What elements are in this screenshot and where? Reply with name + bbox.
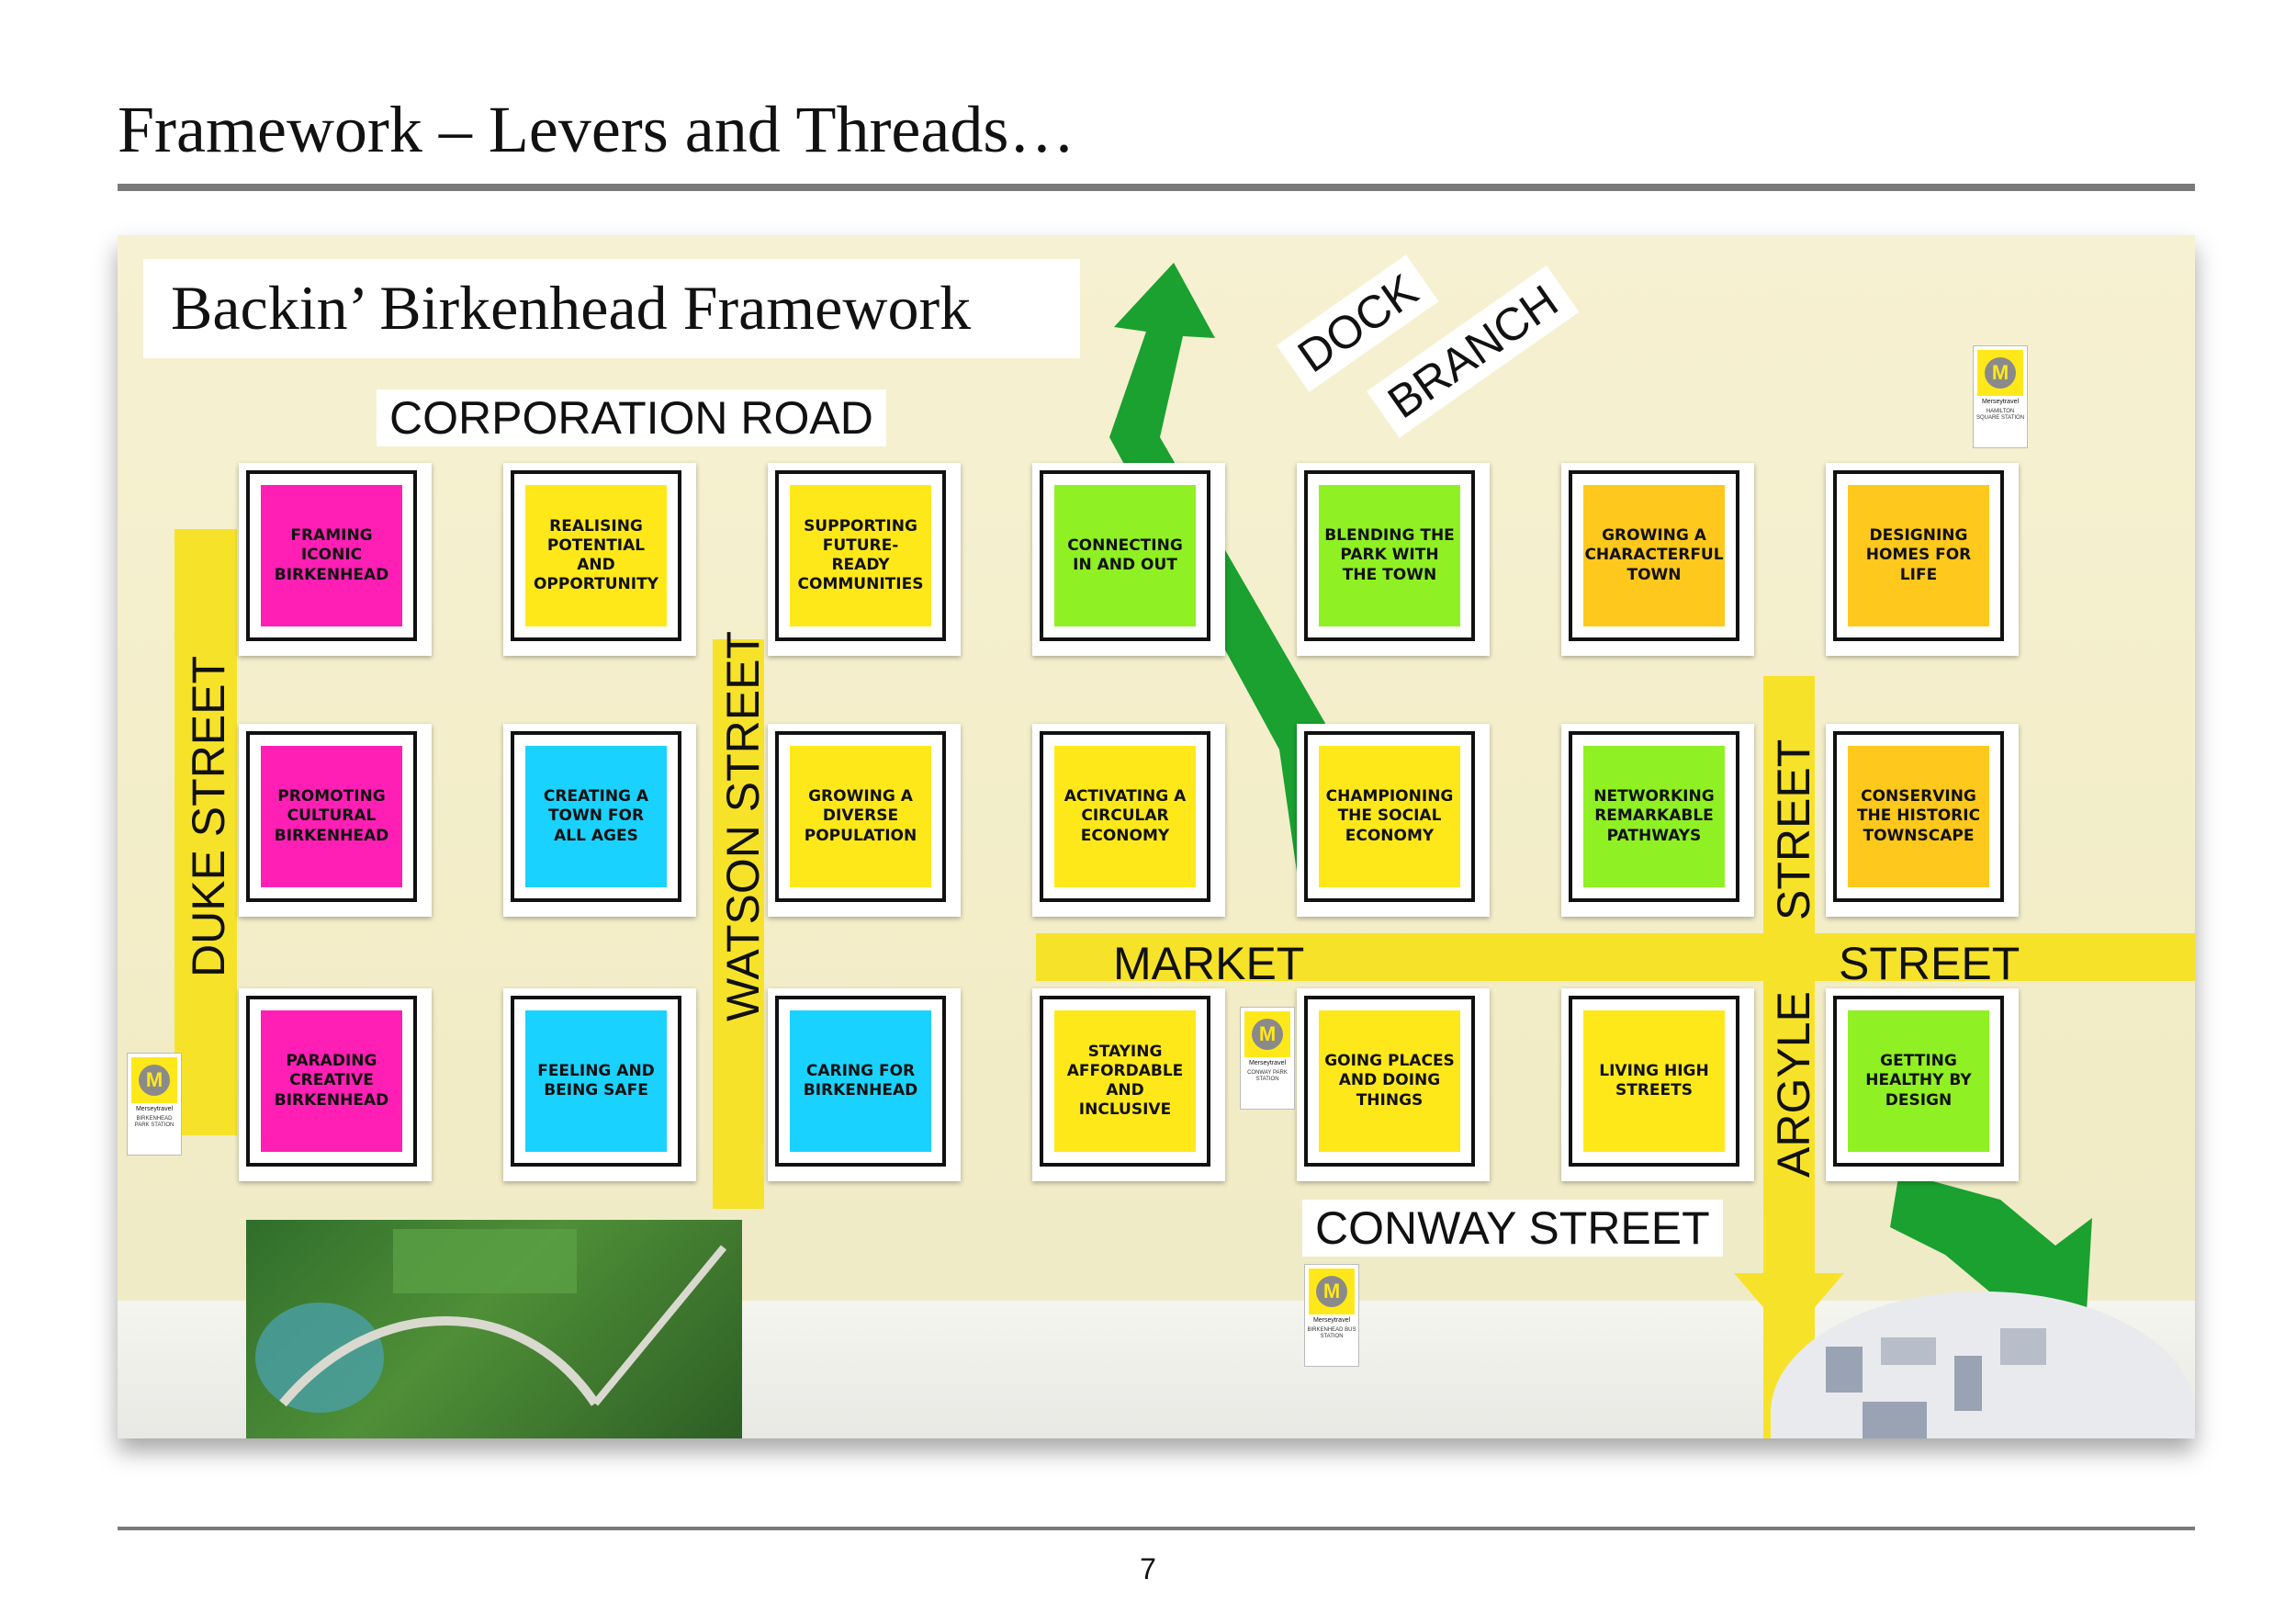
panel-note: DESIGNING HOMES FOR LIFE xyxy=(1848,485,1989,626)
framework-panel: GROWING A CHARACTERFUL TOWN xyxy=(1561,463,1754,656)
argyle-label: ARGYLE xyxy=(1765,978,1822,1190)
m-letter: M xyxy=(1985,357,2016,389)
panel-note: GOING PLACES AND DOING THINGS xyxy=(1319,1010,1460,1152)
panel-note: NETWORKING REMARKABLE PATHWAYS xyxy=(1583,746,1725,887)
panel-note: GROWING A DIVERSE POPULATION xyxy=(790,746,931,887)
sign-brand: Merseytravel xyxy=(1249,1060,1286,1066)
market-label: MARKET xyxy=(1100,935,1317,992)
sign-station: HAMILTON SQUARE STATION xyxy=(1974,409,2027,422)
map-blocks-icon xyxy=(1771,1291,2195,1438)
panel-note: FRAMING ICONIC BIRKENHEAD xyxy=(261,485,402,626)
framework-panel: CARING FOR BIRKENHEAD xyxy=(768,988,961,1181)
board-title-box: Backin’ Birkenhead Framework xyxy=(143,259,1080,358)
m-letter: M xyxy=(1252,1019,1283,1050)
sign-brand: Merseytravel xyxy=(1313,1317,1350,1324)
corporation-road-label: CORPORATION ROAD xyxy=(377,389,886,446)
framework-panel: GROWING A DIVERSE POPULATION xyxy=(768,724,961,917)
framework-panel: GOING PLACES AND DOING THINGS xyxy=(1297,988,1490,1181)
park-aerial-image xyxy=(246,1220,742,1438)
panel-note: BLENDING THE PARK WITH THE TOWN xyxy=(1319,485,1460,626)
dock-branch-arrow-head xyxy=(1109,263,1215,437)
birkenhead-park-sign: M Merseytravel BIRKENHEAD PARK STATION xyxy=(127,1053,182,1156)
page-number: 7 xyxy=(0,1552,2296,1586)
sign-station: CONWAY PARK STATION xyxy=(1241,1070,1294,1083)
panel-note: CONNECTING IN AND OUT xyxy=(1054,485,1196,626)
framework-panel: SUPPORTING FUTURE-READY COMMUNITIES xyxy=(768,463,961,656)
framework-panel: PARADING CREATIVE BIRKENHEAD xyxy=(239,988,432,1181)
panel-note: REALISING POTENTIAL AND OPPORTUNITY xyxy=(525,485,667,626)
merseytravel-logo-icon: M xyxy=(1977,350,2023,396)
framework-panel: ACTIVATING A CIRCULAR ECONOMY xyxy=(1032,724,1225,917)
panel-note: CONSERVING THE HISTORIC TOWNSCAPE xyxy=(1848,746,1989,887)
framework-panel: BLENDING THE PARK WITH THE TOWN xyxy=(1297,463,1490,656)
hamilton-square-sign: M Merseytravel HAMILTON SQUARE STATION xyxy=(1973,345,2028,448)
sign-station: BIRKENHEAD BUS STATION xyxy=(1305,1327,1358,1340)
panel-note: GETTING HEALTHY BY DESIGN xyxy=(1848,1010,1989,1152)
framework-panel: NETWORKING REMARKABLE PATHWAYS xyxy=(1561,724,1754,917)
merseytravel-logo-icon: M xyxy=(1309,1269,1355,1314)
framework-panel: STAYING AFFORDABLE AND INCLUSIVE xyxy=(1032,988,1225,1181)
merseytravel-logo-icon: M xyxy=(1244,1011,1290,1057)
panel-note: GROWING A CHARACTERFUL TOWN xyxy=(1583,485,1725,626)
framework-panel: FRAMING ICONIC BIRKENHEAD xyxy=(239,463,432,656)
footer-rule xyxy=(118,1527,2195,1530)
page-title: Framework – Levers and Threads… xyxy=(118,92,1075,168)
panel-note: PARADING CREATIVE BIRKENHEAD xyxy=(261,1010,402,1152)
duke-street-label: DUKE STREET xyxy=(180,643,237,990)
framework-board: Backin’ Birkenhead Framework CORPORATION… xyxy=(118,235,2195,1438)
framework-panel: LIVING HIGH STREETS xyxy=(1561,988,1754,1181)
framework-panel: GETTING HEALTHY BY DESIGN xyxy=(1826,988,2019,1181)
panel-note: LIVING HIGH STREETS xyxy=(1583,1010,1725,1152)
panel-note: CHAMPIONING THE SOCIAL ECONOMY xyxy=(1319,746,1460,887)
watson-street-label: WATSON STREET xyxy=(715,618,771,1034)
panel-note: PROMOTING CULTURAL BIRKENHEAD xyxy=(261,746,402,887)
market-street-label: STREET xyxy=(1826,935,2032,992)
town-map-image xyxy=(1771,1291,2195,1438)
conway-park-sign: M Merseytravel CONWAY PARK STATION xyxy=(1240,1007,1295,1110)
merseytravel-logo-icon: M xyxy=(131,1057,177,1103)
framework-panel: PROMOTING CULTURAL BIRKENHEAD xyxy=(239,724,432,917)
board-title: Backin’ Birkenhead Framework xyxy=(171,272,971,344)
m-letter: M xyxy=(139,1065,170,1096)
framework-panel: FEELING AND BEING SAFE xyxy=(503,988,696,1181)
birkenhead-bus-station-sign: M Merseytravel BIRKENHEAD BUS STATION xyxy=(1304,1264,1359,1367)
framework-panel: CONSERVING THE HISTORIC TOWNSCAPE xyxy=(1826,724,2019,917)
panel-note: SUPPORTING FUTURE-READY COMMUNITIES xyxy=(790,485,931,626)
panel-note: CREATING A TOWN FOR ALL AGES xyxy=(525,746,667,887)
sign-brand: Merseytravel xyxy=(136,1106,173,1112)
panel-note: STAYING AFFORDABLE AND INCLUSIVE xyxy=(1054,1010,1196,1152)
panel-note: FEELING AND BEING SAFE xyxy=(525,1010,667,1152)
framework-panel: CREATING A TOWN FOR ALL AGES xyxy=(503,724,696,917)
argyle-street-label: STREET xyxy=(1765,727,1822,933)
framework-panel: CHAMPIONING THE SOCIAL ECONOMY xyxy=(1297,724,1490,917)
park-paths-icon xyxy=(246,1220,742,1438)
m-letter: M xyxy=(1316,1276,1347,1307)
panel-note: CARING FOR BIRKENHEAD xyxy=(790,1010,931,1152)
panel-note: ACTIVATING A CIRCULAR ECONOMY xyxy=(1054,746,1196,887)
conway-street-label: CONWAY STREET xyxy=(1302,1200,1723,1257)
framework-panel: REALISING POTENTIAL AND OPPORTUNITY xyxy=(503,463,696,656)
framework-panel: DESIGNING HOMES FOR LIFE xyxy=(1826,463,2019,656)
sign-brand: Merseytravel xyxy=(1982,399,2019,405)
title-rule xyxy=(118,184,2195,191)
sign-station: BIRKENHEAD PARK STATION xyxy=(128,1116,181,1129)
framework-panel: CONNECTING IN AND OUT xyxy=(1032,463,1225,656)
